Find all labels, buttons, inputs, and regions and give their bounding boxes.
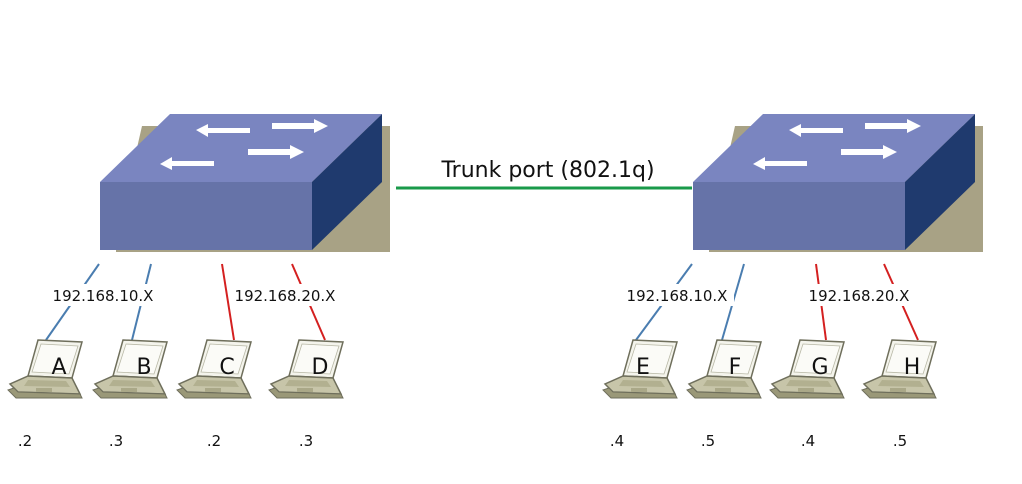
host-letter: E xyxy=(636,355,650,380)
host-ip: .4 xyxy=(801,432,815,450)
host-d[interactable]: D .3 xyxy=(268,339,344,450)
subnet-label-vlan10: 192.168.10.X xyxy=(627,287,728,305)
host-g[interactable]: G .4 xyxy=(769,339,845,450)
host-letter: C xyxy=(219,355,234,380)
host-letter: A xyxy=(51,355,66,380)
link-c xyxy=(221,263,235,341)
laptop-icon xyxy=(861,339,937,399)
host-letter: B xyxy=(136,355,151,380)
host-ip: .3 xyxy=(299,432,313,450)
laptop-icon xyxy=(176,339,252,399)
host-letter: F xyxy=(729,355,742,380)
laptop-icon xyxy=(769,339,845,399)
trunk-label: Trunk port (802.1q) xyxy=(440,158,654,183)
laptop-icon xyxy=(92,339,168,399)
switch-icon xyxy=(693,114,983,252)
host-ip: .3 xyxy=(109,432,123,450)
laptop-icon xyxy=(686,339,762,399)
host-ip: .2 xyxy=(18,432,32,450)
host-f[interactable]: F .5 xyxy=(686,339,762,450)
host-e[interactable]: E .4 xyxy=(602,339,678,450)
host-ip: .5 xyxy=(893,432,907,450)
host-h[interactable]: H .5 xyxy=(861,339,937,450)
laptop-icon xyxy=(268,339,344,399)
host-ip: .4 xyxy=(610,432,624,450)
host-ip: .5 xyxy=(701,432,715,450)
host-c[interactable]: C .2 xyxy=(176,339,252,450)
subnet-label-vlan20: 192.168.20.X xyxy=(235,287,336,305)
subnet-label-vlan20: 192.168.20.X xyxy=(809,287,910,305)
left-switch: 192.168.10.X 192.168.20.X A .2 B .3 C .2… xyxy=(7,114,390,450)
host-letter: G xyxy=(811,355,828,380)
host-letter: H xyxy=(904,355,921,380)
switch-icon xyxy=(100,114,390,252)
host-ip: .2 xyxy=(207,432,221,450)
host-a[interactable]: A .2 xyxy=(7,339,83,450)
host-letter: D xyxy=(312,355,329,380)
laptop-icon xyxy=(7,339,83,399)
subnet-label-vlan10: 192.168.10.X xyxy=(53,287,154,305)
right-switch: 192.168.10.X 192.168.20.X E .4 F .5 G .4… xyxy=(602,114,983,450)
host-b[interactable]: B .3 xyxy=(92,339,168,450)
